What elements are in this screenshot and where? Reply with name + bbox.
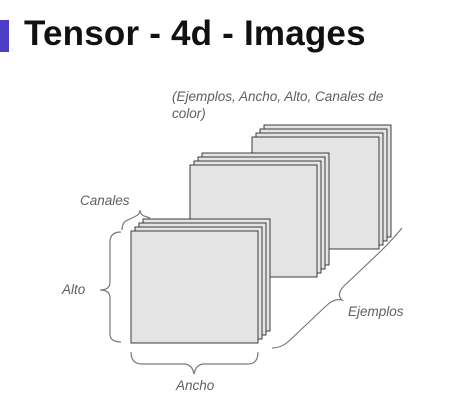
braces [99,209,403,375]
slide-title: Tensor - 4d - Images [24,14,366,53]
tensor-shape-caption: (Ejemplos, Ancho, Alto, Canales de color… [172,89,384,121]
image-sheet [130,230,259,344]
label-height: Alto [62,282,86,297]
image-stacks [130,124,392,344]
label-examples: Ejemplos [348,304,404,319]
examples-brace [271,227,403,349]
height-brace [99,231,122,343]
channels-brace [121,209,151,231]
title-accent-bar [0,20,9,52]
width-brace [130,351,259,375]
label-channels: Canales [80,193,130,208]
label-width: Ancho [176,378,215,393]
